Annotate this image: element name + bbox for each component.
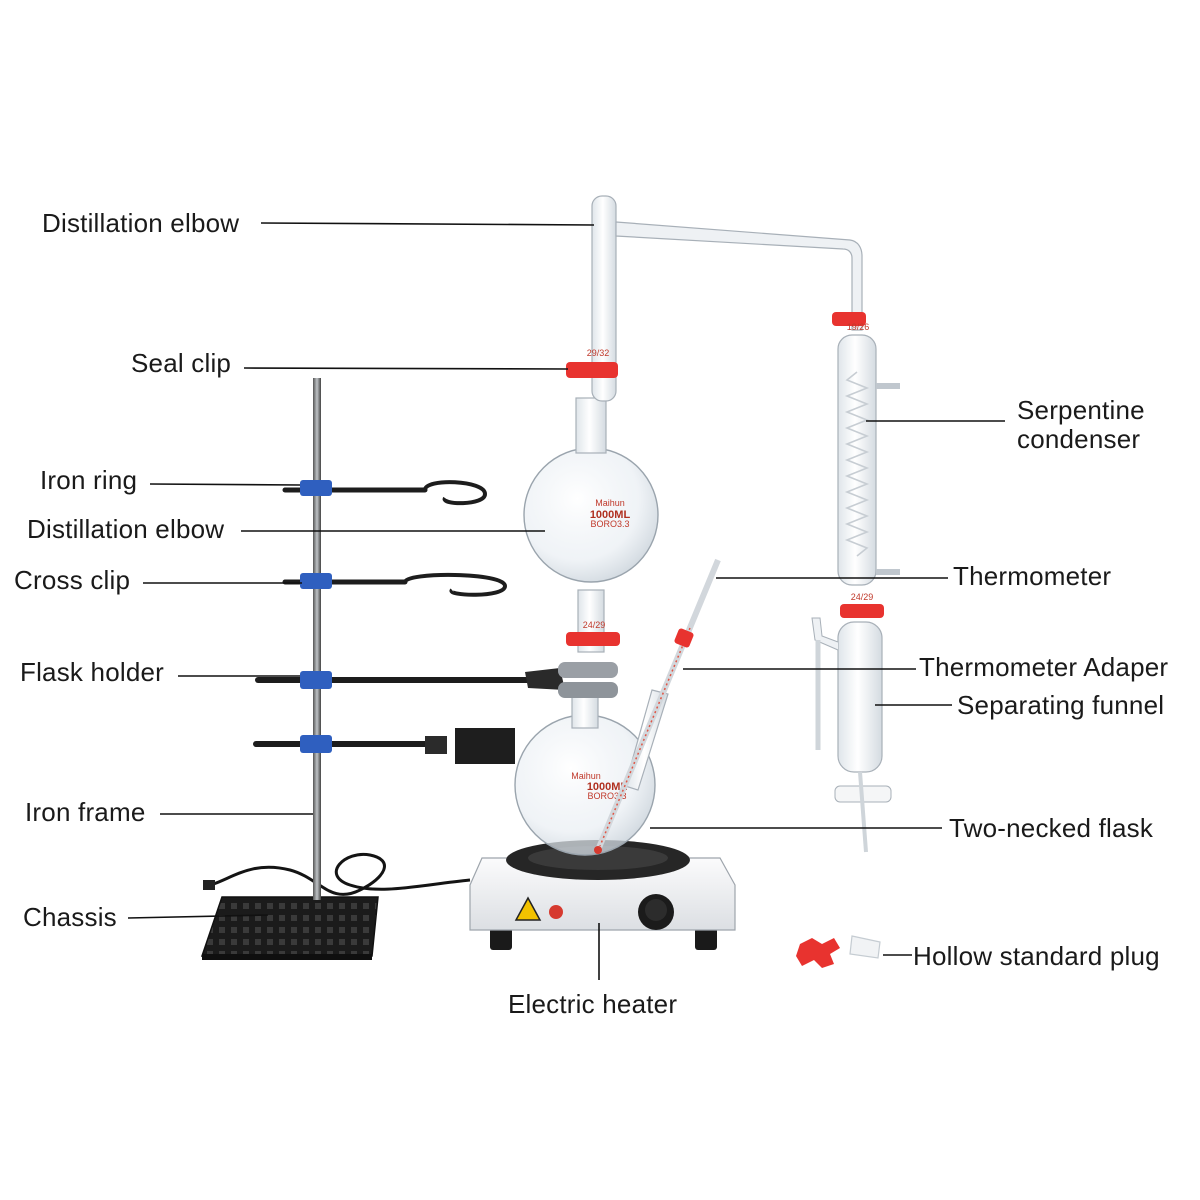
label-seal-clip: Seal clip <box>131 348 232 378</box>
label-chassis: Chassis <box>23 902 117 932</box>
cross-clip-1 <box>300 480 332 496</box>
condenser-coil <box>844 371 870 557</box>
heater-knob-cap <box>645 899 667 921</box>
leader-distillation-elbow-top <box>260 222 595 226</box>
funnel-stem <box>858 771 868 853</box>
upper-flask-volume: 1000ML <box>590 509 631 521</box>
condenser-seal-clip <box>832 312 866 326</box>
flask-holder-pad-1 <box>558 662 618 678</box>
label-serpentine-condenser: Serpentine condenser <box>1017 395 1145 454</box>
flask-holder-pad-2 <box>558 682 618 698</box>
heater-foot-right <box>695 928 717 950</box>
top-seal-clip <box>566 362 618 378</box>
lower-flask-glass: BORO3.3 <box>587 791 626 801</box>
separating-funnel <box>811 617 892 853</box>
iron-frame-rod <box>313 378 321 900</box>
serpentine-condenser: 24/29 <box>837 334 900 618</box>
upper-flask-brand: Maihun <box>595 498 625 508</box>
label-iron-ring: Iron ring <box>40 465 138 495</box>
heater-foot-left <box>490 928 512 950</box>
elbow-riser <box>591 195 617 402</box>
electric-heater <box>469 840 736 950</box>
mid-seal-clip <box>566 632 620 646</box>
label-distillation-elbow-mid: Distillation elbow <box>27 514 225 544</box>
label-cross-clip: Cross clip <box>14 565 131 595</box>
hollow-standard-plug-parts <box>796 935 881 968</box>
leader-chassis <box>127 914 269 919</box>
thermometer-cap <box>674 628 694 648</box>
label-flask-holder: Flask holder <box>20 657 165 687</box>
heat-warning-icon <box>514 896 542 921</box>
leader-lines <box>127 222 1005 980</box>
label-thermometer-adapter: Thermometer Adaper <box>919 652 1169 682</box>
thermometer-assembly <box>594 558 721 854</box>
iron-ring-2 <box>403 572 508 597</box>
power-plug <box>203 880 215 890</box>
clamp-joint <box>425 736 447 754</box>
heater-indicator-light <box>549 905 563 919</box>
cross-clip-2 <box>300 573 332 589</box>
distillation-elbow: 29/32 19/26 <box>566 195 870 402</box>
chassis-base <box>200 896 379 957</box>
hollow-standard-plug-icon <box>849 935 881 959</box>
cross-clip-4 <box>300 735 332 753</box>
upper-flask-neck <box>575 397 607 454</box>
top-joint-marking: 29/32 <box>587 348 610 358</box>
clamp-pad <box>455 728 515 764</box>
funnel-joint-marking: 24/29 <box>851 592 874 602</box>
elbow-arm <box>615 221 863 331</box>
funnel-seal-clip <box>840 604 884 618</box>
thermometer-scale <box>599 627 691 847</box>
chassis-edge <box>202 954 372 960</box>
mid-joint-marking: 24/29 <box>583 620 606 630</box>
label-hollow-standard-plug: Hollow standard plug <box>913 941 1160 971</box>
label-electric-heater: Electric heater <box>508 989 678 1019</box>
leader-seal-clip <box>243 367 569 370</box>
label-distillation-elbow-top: Distillation elbow <box>42 208 240 238</box>
spare-red-clip <box>796 938 840 968</box>
thermometer-stem <box>595 558 721 852</box>
cross-clip-3 <box>300 671 332 689</box>
label-two-necked-flask: Two-necked flask <box>949 813 1154 843</box>
label-thermometer: Thermometer <box>953 561 1112 591</box>
label-separating-funnel: Separating funnel <box>957 690 1165 720</box>
lower-flask-brand: Maihun <box>571 771 601 781</box>
power-cord <box>209 852 471 896</box>
condenser-top-joint-marking: 19/26 <box>847 322 870 332</box>
iron-ring-1 <box>423 480 488 506</box>
label-iron-frame: Iron frame <box>25 797 146 827</box>
funnel-body <box>837 621 883 773</box>
lower-flask-volume: 1000ML <box>587 781 628 793</box>
condenser-jacket <box>837 334 877 586</box>
upper-flask: Maihun 1000ML BORO3.3 <box>523 397 659 583</box>
upper-flask-glass: BORO3.3 <box>590 519 629 529</box>
iron-stand <box>200 378 565 960</box>
leader-iron-ring <box>149 483 301 486</box>
flask-holder-jaw <box>525 668 565 690</box>
two-necked-flask: Maihun 1000ML BORO3.3 <box>514 689 656 856</box>
thermometer-bulb <box>594 846 602 854</box>
